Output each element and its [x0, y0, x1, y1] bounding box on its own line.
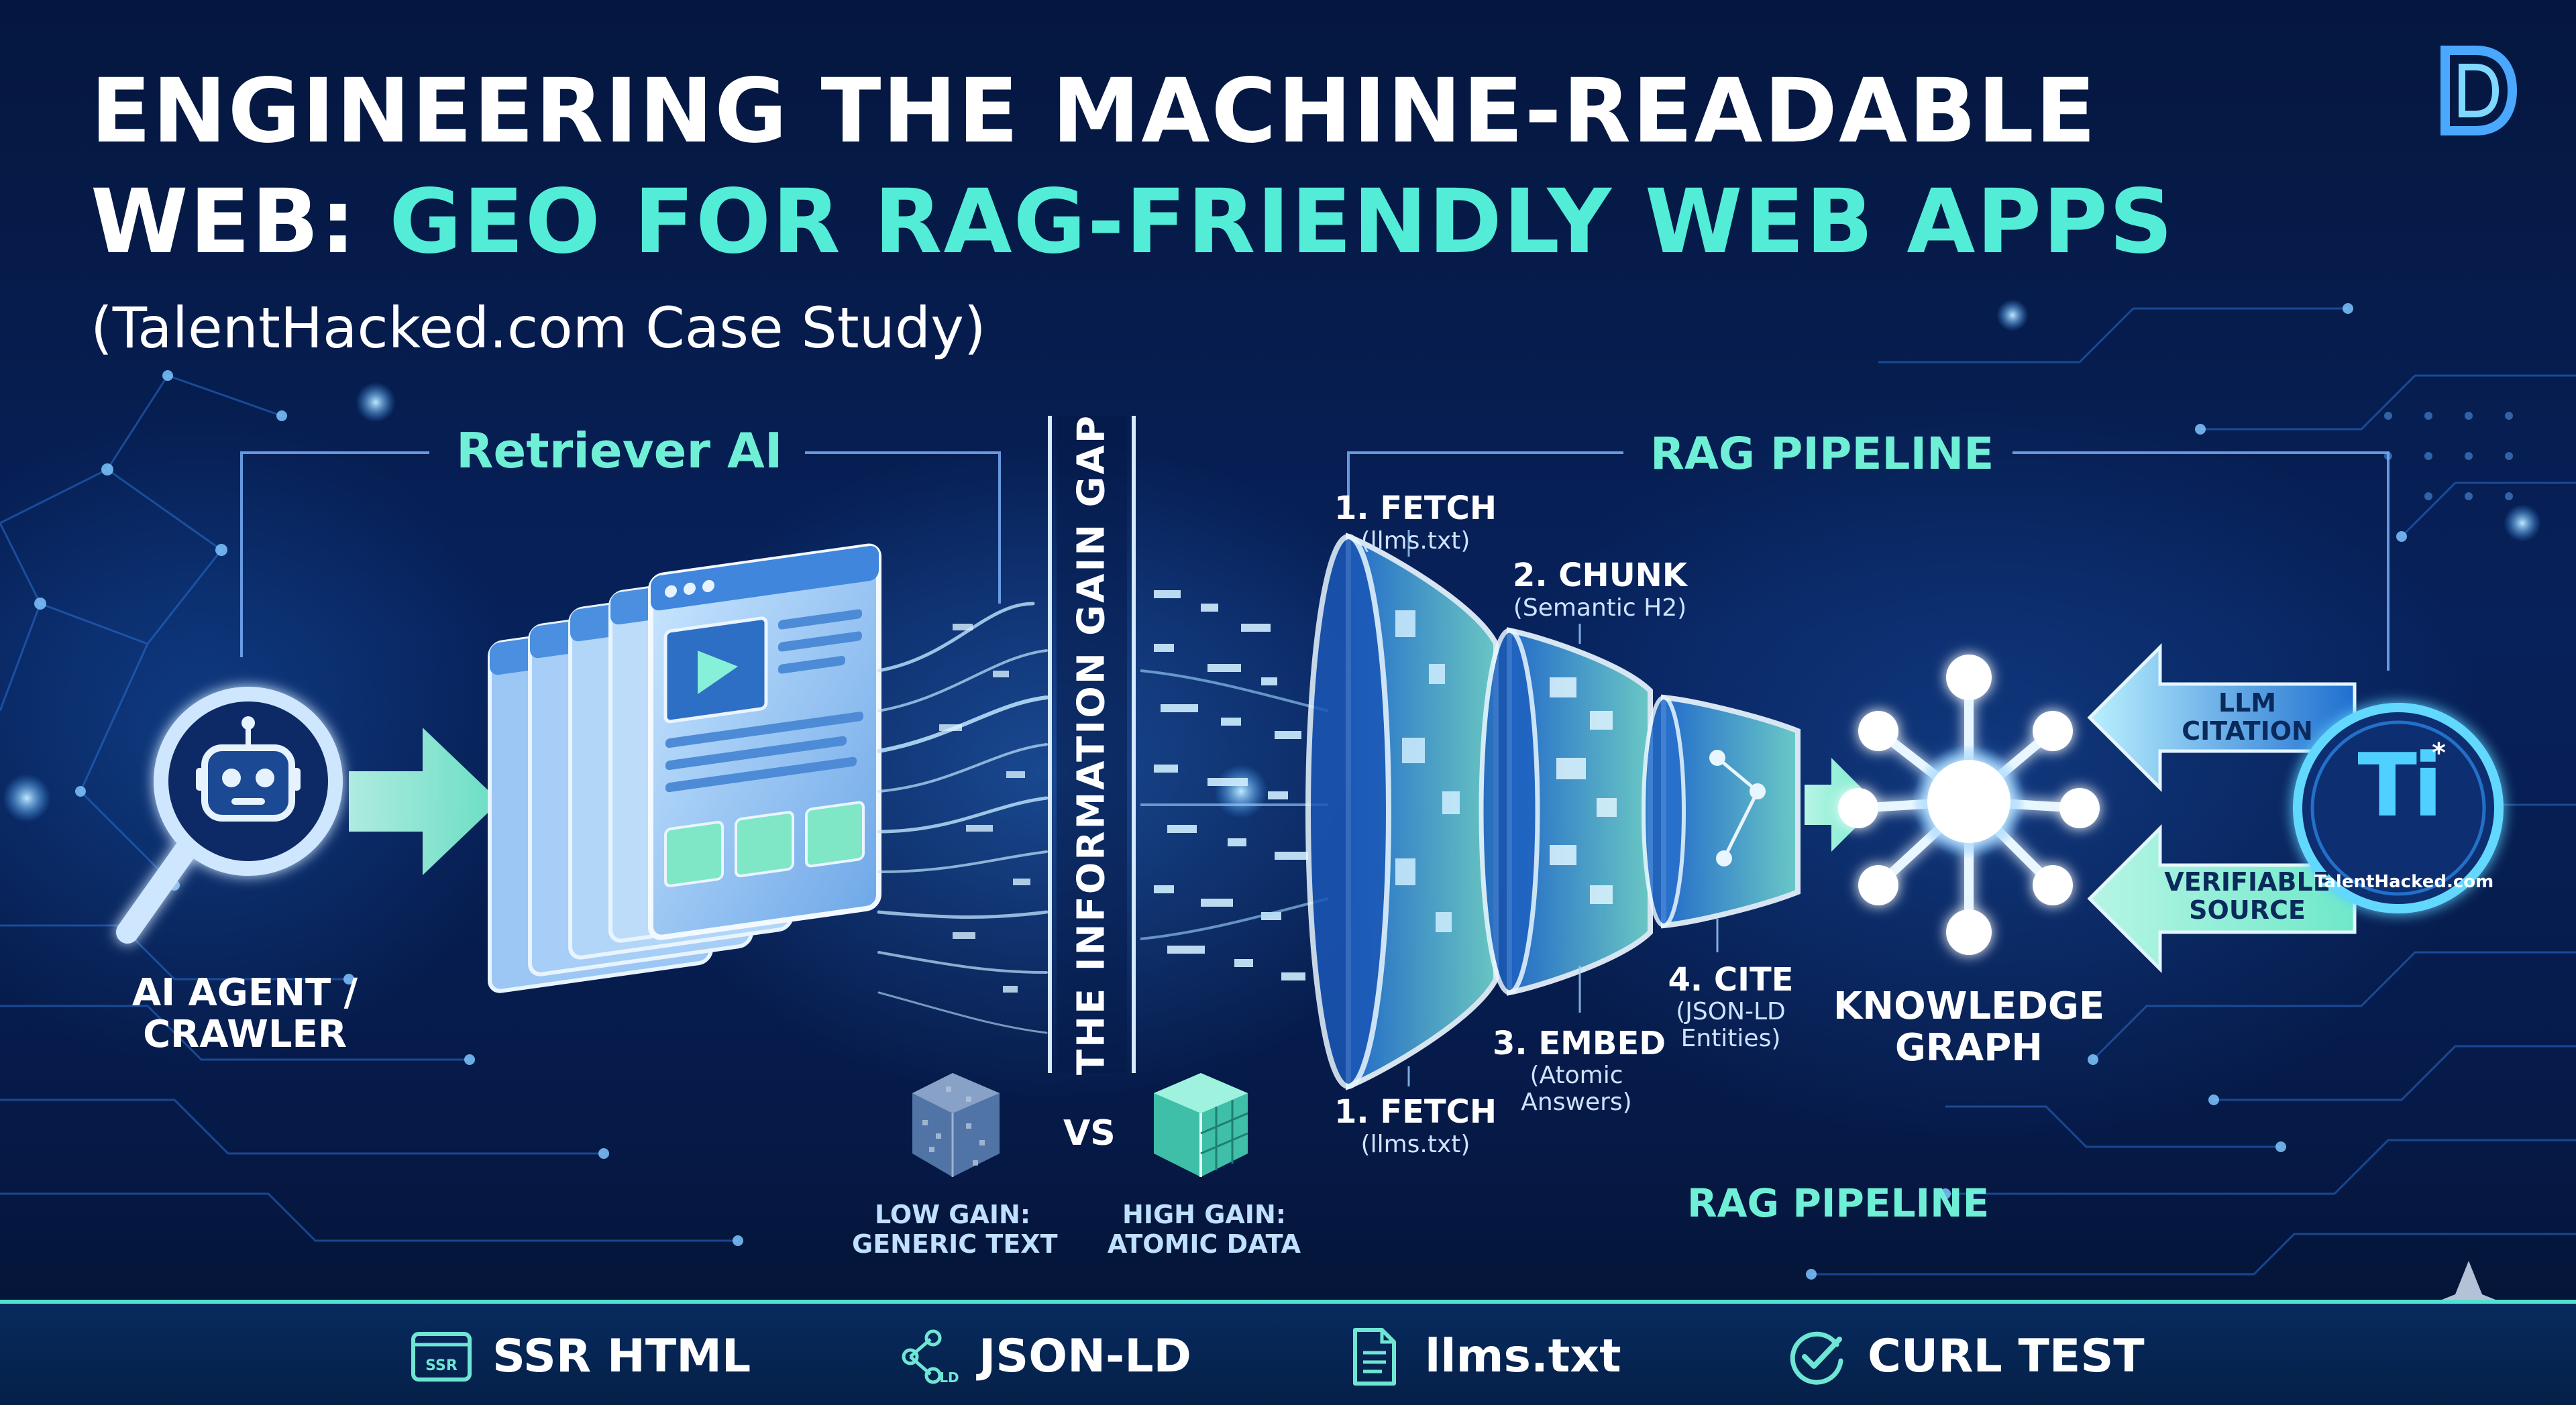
- ld-icon-text: LD: [939, 1369, 959, 1386]
- brand-logo-text: Ti: [2357, 734, 2443, 836]
- low-gain-label: LOW GAIN: GENERIC TEXT: [852, 1200, 1058, 1259]
- data-stream-left: [877, 602, 1049, 1034]
- stage-chunk-sub: (Semantic H2): [1513, 594, 1687, 622]
- stage-cite-sub-2: Entities): [1680, 1025, 1781, 1053]
- ssr-html-icon: SSR: [411, 1331, 472, 1382]
- rag-pipeline-heading: RAG PIPELINE: [1650, 428, 1994, 480]
- stage-fetch-bottom: 1. FETCH (llms.txt): [1332, 1093, 1499, 1158]
- stage-cite: 4. CITE (JSON-LD Entities): [1657, 962, 1805, 1052]
- json-ld-graph-icon: LD: [902, 1329, 959, 1386]
- llm-citation-label: LLM CITATION: [2157, 689, 2338, 746]
- footer-label-llms-txt: llms.txt: [1425, 1330, 1621, 1383]
- stage-embed-label: 3. EMBED: [1493, 1025, 1666, 1062]
- footer-label-ssr-html: SSR HTML: [492, 1330, 751, 1383]
- subtitle: (TalentHacked.com Case Study): [91, 295, 986, 361]
- high-gain-cube-icon: [1154, 1073, 1248, 1177]
- low-gain-line-1: LOW GAIN:: [874, 1200, 1031, 1229]
- stage-cite-sub-1: (JSON-LD: [1676, 997, 1786, 1025]
- pipeline-bracket: [1347, 451, 2390, 671]
- llm-citation-line-1: LLM: [2218, 688, 2277, 718]
- verifiable-line-2: SOURCE: [2189, 895, 2306, 925]
- stage-fetch-top-label: 1. FETCH: [1334, 490, 1497, 527]
- robot-magnifier-icon: [116, 687, 343, 944]
- web-pages-stack: [488, 543, 881, 993]
- knowledge-graph-icon: [1838, 655, 2100, 955]
- stage-fetch-bottom-sub: (llms.txt): [1360, 1131, 1470, 1158]
- high-gain-line-1: HIGH GAIN:: [1122, 1200, 1286, 1229]
- agent-to-pages-arrow: [349, 728, 500, 875]
- stage-fetch-top: 1. FETCH (llms.txt): [1332, 490, 1499, 555]
- title-line-2-prefix: WEB:: [91, 170, 358, 274]
- llm-citation-line-2: CITATION: [2182, 716, 2313, 746]
- low-gain-cube-icon: [912, 1073, 1000, 1177]
- footer-bar: SSR SSR HTML LD JSON-LD llms.txt: [0, 1300, 2576, 1405]
- title-line-2-highlight: GEO FOR RAG-FRIENDLY WEB APPS: [389, 170, 2175, 274]
- footer-label-curl-test: CURL TEST: [1868, 1330, 2145, 1383]
- agent-label-line-2: CRAWLER: [143, 1012, 347, 1056]
- agent-label-line-1: AI AGENT /: [131, 971, 358, 1015]
- fetch-funnel: [1305, 532, 1499, 1090]
- verifiable-source-arrow: [2087, 824, 2357, 974]
- knowledge-graph-label-1: KNOWLEDGE: [1833, 985, 2105, 1028]
- high-gain-line-2: ATOMIC DATA: [1107, 1229, 1301, 1259]
- title-line-1: ENGINEERING THE MACHINE-READABLE: [91, 60, 2098, 163]
- data-fragments-right: [1154, 590, 1308, 980]
- retriever-heading: Retriever AI: [456, 423, 783, 479]
- rag-pipeline-bottom-heading: RAG PIPELINE: [1687, 1180, 1990, 1226]
- footer-item-curl-test: CURL TEST: [1784, 1304, 2145, 1405]
- agent-label: AI AGENT / CRAWLER: [131, 972, 359, 1055]
- data-fragments-left: [939, 624, 1030, 993]
- title-line-2: WEB: GEO FOR RAG-FRIENDLY WEB APPS: [91, 178, 2174, 266]
- stage-cite-label: 4. CITE: [1668, 961, 1794, 999]
- verifiable-source-label: VERIFIABLE SOURCE: [2157, 868, 2338, 925]
- brand-d-icon: D: [2432, 40, 2519, 141]
- footer-item-llms-txt: llms.txt: [1342, 1304, 1621, 1405]
- stage-embed-sub-2: Answers): [1521, 1088, 1632, 1117]
- chunk-funnel: [1479, 627, 1653, 996]
- footer-item-ssr-html: SSR SSR HTML: [409, 1304, 751, 1405]
- embed-funnel: [1642, 694, 1801, 929]
- vs-label: VS: [1063, 1113, 1116, 1154]
- retriever-bracket: [240, 451, 1001, 657]
- information-gain-gap-label: THE INFORMATION GAIN GAP: [1069, 413, 1114, 1076]
- stage-fetch-bottom-label: 1. FETCH: [1334, 1093, 1497, 1131]
- ssr-icon-text: SSR: [425, 1357, 458, 1374]
- stage-embed-sub-1: (Atomic: [1529, 1061, 1623, 1089]
- footer-item-json-ld: LD JSON-LD: [896, 1304, 1191, 1405]
- talenthacked-logo: [2293, 703, 2504, 913]
- stage-chunk: 2. CHUNK (Semantic H2): [1499, 557, 1701, 622]
- brand-name: TalentHacked.com: [2314, 872, 2494, 892]
- brand-logo-star: *: [2432, 738, 2446, 769]
- knowledge-graph-label-2: GRAPH: [1894, 1025, 2043, 1070]
- stage-embed: 3. EMBED (Atomic Answers): [1493, 1025, 1666, 1117]
- verifiable-line-1: VERIFIABLE: [2164, 867, 2330, 897]
- gap-divider: [1048, 416, 1136, 1073]
- stage-fetch-top-sub: (llms.txt): [1360, 527, 1470, 555]
- low-gain-line-2: GENERIC TEXT: [852, 1229, 1058, 1259]
- knowledge-graph-label: KNOWLEDGE GRAPH: [1818, 986, 2120, 1068]
- document-icon: [1353, 1327, 1396, 1386]
- footer-label-json-ld: JSON-LD: [979, 1330, 1191, 1383]
- high-gain-label: HIGH GAIN: ATOMIC DATA: [1104, 1200, 1305, 1259]
- stage-chunk-label: 2. CHUNK: [1512, 557, 1688, 594]
- checkmark-gauge-icon: [1790, 1331, 1843, 1385]
- stage-pointer-lines: [1407, 530, 1719, 1086]
